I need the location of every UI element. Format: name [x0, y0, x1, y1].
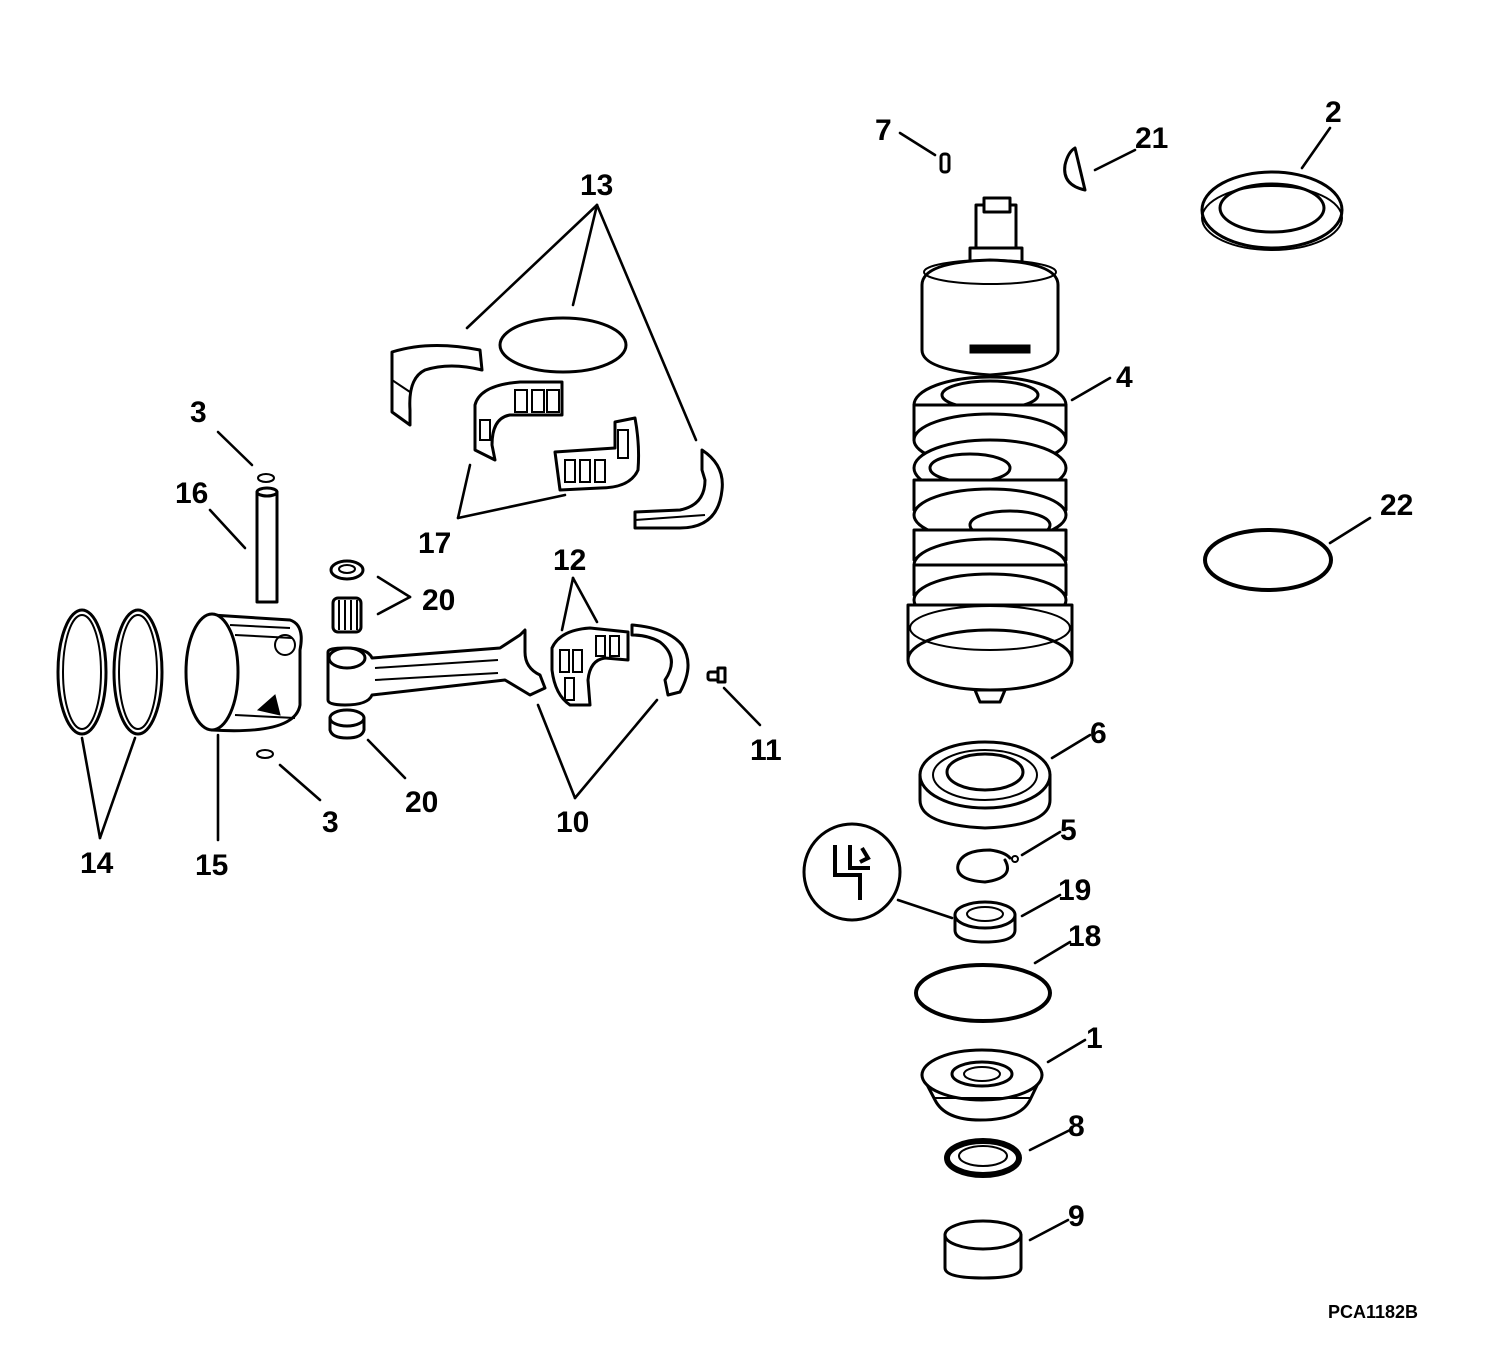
rod-bolt — [706, 666, 727, 684]
dowel-pin — [939, 152, 951, 174]
thrust-washer-bottom — [328, 708, 366, 740]
callout-3-top: 3 — [190, 396, 207, 429]
needle-bearing-cage-lower — [553, 416, 641, 492]
connecting-rod — [326, 623, 690, 707]
callout-13: 13 — [580, 169, 613, 202]
wrist-pin-needle-bearing — [331, 596, 363, 634]
callout-7: 7 — [875, 114, 892, 147]
seal-detail-view — [802, 822, 954, 922]
callout-11: 11 — [750, 734, 782, 767]
callout-3-bottom: 3 — [322, 806, 339, 839]
main-bearing-race-lower — [633, 448, 724, 530]
main-bearing-race-upper — [390, 344, 484, 427]
bearing-housing — [920, 1048, 1044, 1122]
callout-22: 22 — [1380, 489, 1413, 522]
callout-17: 17 — [418, 527, 451, 560]
callout-4: 4 — [1116, 361, 1133, 394]
callout-1: 1 — [1086, 1022, 1103, 1055]
retaining-ring — [956, 848, 1012, 884]
main-bearing — [918, 740, 1052, 830]
piston-pin — [255, 486, 279, 604]
o-ring-22 — [1203, 528, 1333, 592]
oil-seal — [944, 1138, 1022, 1178]
piston-pin-retainer-bottom — [256, 749, 274, 759]
sleeve — [943, 1219, 1023, 1280]
callout-6: 6 — [1090, 717, 1107, 750]
woodruff-key — [1063, 146, 1087, 192]
callout-20-bottom: 20 — [405, 786, 438, 819]
callout-8: 8 — [1068, 1110, 1085, 1143]
callout-labels: 1 2 3 3 4 5 6 7 8 9 10 11 12 13 14 15 16… — [80, 96, 1413, 1233]
needle-bearing-cage-upper — [473, 380, 564, 462]
leader-lines — [80, 126, 1372, 1242]
retaining-ring-13 — [498, 316, 628, 374]
callout-18: 18 — [1068, 920, 1101, 953]
seal-ring-2 — [1200, 170, 1344, 251]
callout-14: 14 — [80, 847, 114, 880]
callout-12: 12 — [553, 544, 586, 577]
thrust-washer-top — [329, 559, 365, 581]
callout-5: 5 — [1060, 814, 1077, 847]
o-ring — [914, 963, 1052, 1023]
figure-code: PCA1182B — [1328, 1302, 1418, 1322]
callout-16: 16 — [175, 477, 208, 510]
crankpin-needle-bearing — [550, 626, 630, 707]
callout-19: 19 — [1058, 874, 1091, 907]
seal — [953, 900, 1017, 944]
piston-pin-retainer-top — [257, 473, 275, 483]
callout-21: 21 — [1135, 122, 1168, 155]
callout-20-top: 20 — [422, 584, 455, 617]
callout-10: 10 — [556, 806, 589, 839]
callout-15: 15 — [195, 849, 228, 882]
callout-9: 9 — [1068, 1200, 1085, 1233]
piston-rings — [56, 608, 164, 736]
crankshaft — [906, 196, 1074, 704]
piston — [184, 612, 303, 733]
callout-2: 2 — [1325, 96, 1342, 129]
